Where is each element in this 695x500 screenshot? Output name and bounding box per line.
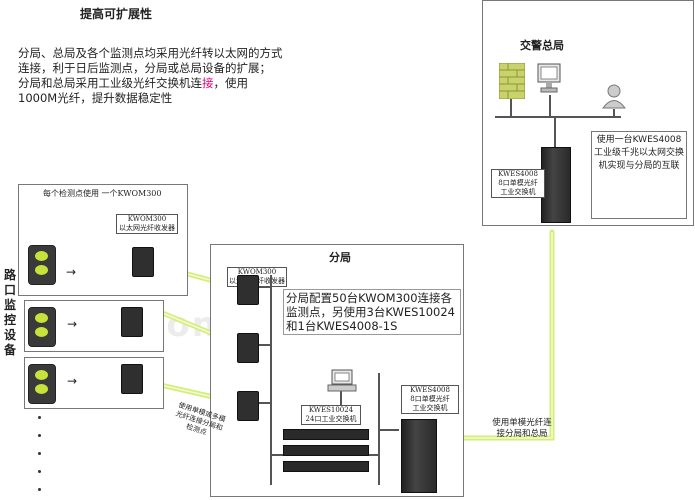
arrow-icon: → xyxy=(67,374,78,388)
hq-note: 使用一台KWES4008工业级千兆以太网交换机实现与分局的互联 xyxy=(591,131,687,219)
arrow-icon: → xyxy=(66,265,77,279)
branch-desc-line-3: 和1台KWES4008-1S xyxy=(286,319,398,333)
branch-tower-device xyxy=(401,419,437,493)
detection-header: 每个检测点使用 一个KWOM300 xyxy=(43,189,162,198)
monitor-icon xyxy=(537,63,561,93)
fiber-note-right-line-2: 接分局和总局 xyxy=(496,429,548,439)
branch-converter-icon xyxy=(237,391,259,421)
firewall-icon xyxy=(499,63,525,99)
hq-switch-type: 8口单模光纤 xyxy=(498,179,538,187)
branch-conv-model: KWOM300 xyxy=(237,268,277,276)
branch-tower-label: KWES4008 8口单模光纤 工业交换机 xyxy=(401,385,459,414)
detect-device-label: KWOM300 以太网光纤收发器 xyxy=(116,214,178,234)
branch-switch-2 xyxy=(283,445,369,456)
fiber-note-right: 使用单模光纤连 接分局和总局 xyxy=(482,418,562,440)
more-dot xyxy=(38,416,41,419)
hq-switch-device xyxy=(541,147,571,223)
traffic-signal-icon xyxy=(28,245,56,285)
more-dot xyxy=(38,470,41,473)
branch-converter-icon xyxy=(237,275,259,305)
detection-point-1: 每个检测点使用 一个KWOM300 KWOM300 以太网光纤收发器 → xyxy=(18,184,188,296)
intro-line-3-a: 分局和总局采用工业级光纤交换机连 xyxy=(18,76,202,90)
more-dot xyxy=(38,488,41,491)
fiber-converter-icon xyxy=(132,247,154,277)
branch-description: 分局配置50台KWOM300连接各 监测点，另使用3台KWES10024 和1台… xyxy=(283,289,461,335)
branch-switch-1 xyxy=(283,429,369,440)
hq-switch-label: KWES4008 8口单模光纤 工业交换机 xyxy=(491,169,545,198)
more-dot xyxy=(38,452,41,455)
intro-highlight: 接 xyxy=(202,76,214,90)
fiber-converter-icon xyxy=(121,364,143,394)
intro-line-4: 1000M光纤，提升数据稳定性 xyxy=(18,91,173,105)
traffic-signal-icon xyxy=(28,364,56,404)
user-icon xyxy=(602,84,626,109)
branch-tower-model: KWES4008 xyxy=(410,386,450,394)
branch-tower-category: 工业交换机 xyxy=(412,404,448,412)
branch-switch-label: KWES10024 24口工业交换机 xyxy=(301,405,361,425)
hq-switch-category: 工业交换机 xyxy=(500,188,536,196)
side-label: 路口监控设备 xyxy=(3,268,16,357)
branch-desc-line-2: 监测点，另使用3台KWES10024 xyxy=(286,305,455,319)
branch-switch-type: 24口工业交换机 xyxy=(305,415,357,423)
hq-title: 交警总局 xyxy=(520,39,564,52)
branch-converter-icon xyxy=(237,333,259,363)
arrow-icon: → xyxy=(67,317,78,331)
fiber-converter-icon xyxy=(121,307,143,337)
intro-text: 分局、总局及各个监测点均采用光纤转以太网的方式 连接，利于日后监测点，分局或总局… xyxy=(18,46,318,106)
hq-switch-model: KWES4008 xyxy=(498,170,538,178)
intro-line-3: 分局和总局采用工业级光纤交换机连接，使用 xyxy=(18,76,318,91)
fiber-note-right-line-1: 使用单模光纤连 xyxy=(492,418,552,428)
branch-desc-line-1: 分局配置50台KWOM300连接各 xyxy=(286,291,453,305)
detection-point-3: → xyxy=(24,357,164,409)
intro-line-2: 连接，利于日后监测点，分局或总局设备的扩展； xyxy=(18,61,271,75)
traffic-signal-icon xyxy=(28,307,56,347)
branch-panel: 分局 KWOM300 以太网光纤收发器 分局配置50台KWOM300连接各 监测… xyxy=(210,244,464,497)
hq-panel: 交警总局 KWES4008 8口单模光纤 xyxy=(482,0,694,226)
detection-point-2: → xyxy=(24,300,164,352)
branch-tower-type: 8口单模光纤 xyxy=(410,395,450,403)
branch-switch-model: KWES10024 xyxy=(308,406,354,414)
branch-title: 分局 xyxy=(329,251,351,264)
intro-line-1: 分局、总局及各个监测点均采用光纤转以太网的方式 xyxy=(18,46,283,60)
detect-device-model: KWOM300 xyxy=(127,215,167,223)
branch-switch-3 xyxy=(283,461,369,472)
computer-icon xyxy=(327,369,357,392)
detect-device-type: 以太网光纤收发器 xyxy=(119,224,175,232)
page-title: 提高可扩展性 xyxy=(80,7,153,21)
intro-line-3-c: ，使用 xyxy=(213,76,249,90)
fiber-link-hq-branch-glow xyxy=(446,232,553,439)
more-dot xyxy=(38,434,41,437)
